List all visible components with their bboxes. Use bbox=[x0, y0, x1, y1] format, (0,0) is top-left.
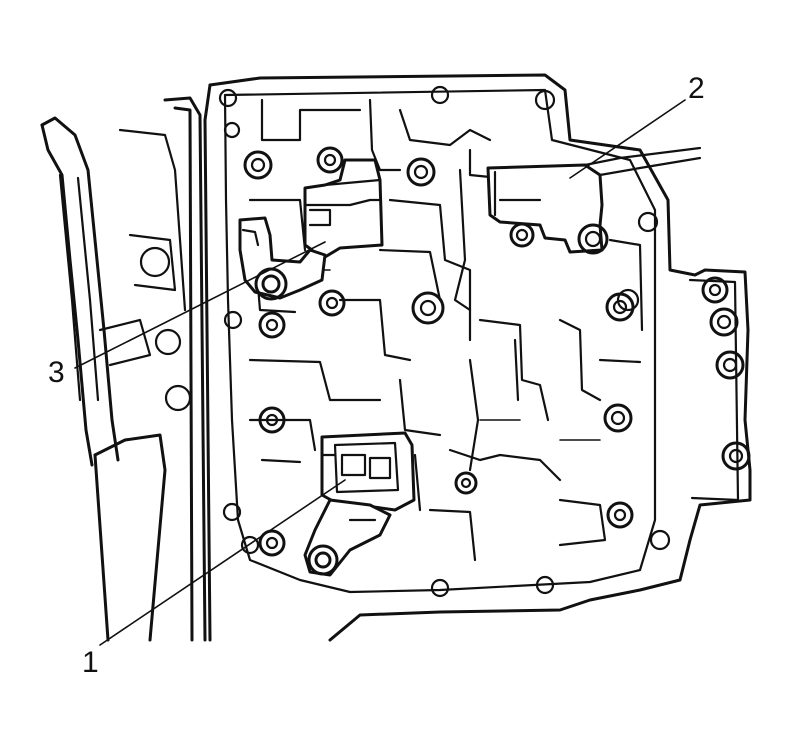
leader-line-2 bbox=[569, 99, 686, 179]
dipstick-tube bbox=[40, 116, 187, 642]
callout-leaders bbox=[74, 99, 686, 646]
callout-label-1: 1 bbox=[82, 646, 99, 679]
valve-body-outline bbox=[203, 73, 752, 642]
solenoid-1 bbox=[303, 431, 416, 577]
extension-housing-bolts bbox=[701, 276, 751, 471]
solenoid-2 bbox=[486, 146, 702, 255]
perimeter-bolts bbox=[218, 85, 671, 598]
internal-bolts bbox=[243, 146, 635, 557]
leader-line-3 bbox=[74, 241, 326, 369]
solenoid-3 bbox=[238, 158, 384, 301]
callout-label-3: 3 bbox=[48, 356, 65, 389]
housing-flange-left bbox=[128, 96, 207, 642]
callout-label-2: 2 bbox=[688, 72, 705, 105]
leader-line-1 bbox=[99, 479, 346, 646]
